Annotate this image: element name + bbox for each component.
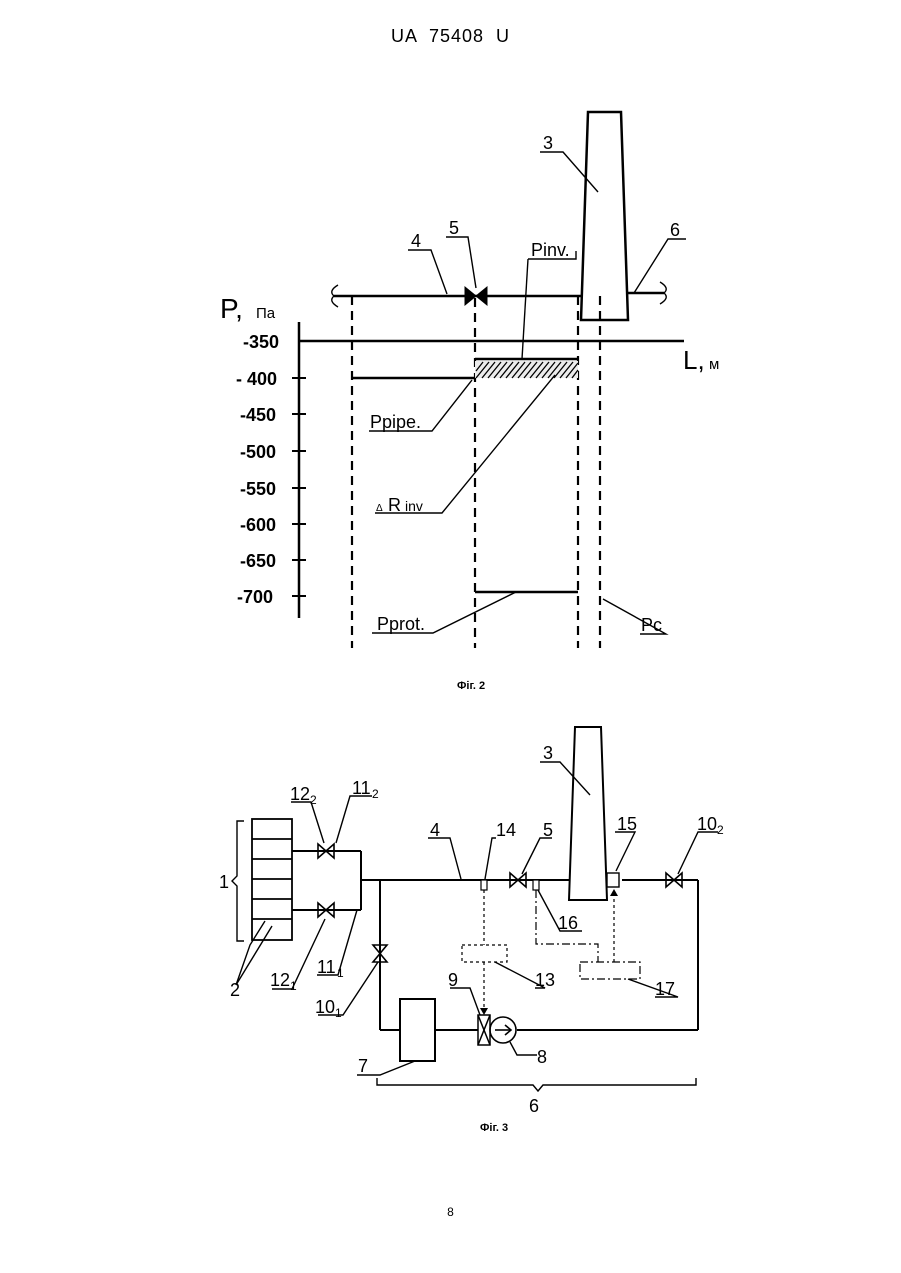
fig3-label-3: 3 <box>543 743 553 763</box>
fig3-label-15: 15 <box>617 814 637 834</box>
fig2-tick-label: -550 <box>240 479 276 499</box>
fig3-label-12-1: 12 <box>270 970 290 990</box>
fig3-controller-13 <box>462 945 507 962</box>
fig3-label-10-2: 10 <box>697 814 717 834</box>
fig3-label-2: 2 <box>230 980 240 1000</box>
fig2-label-4: 4 <box>411 231 421 251</box>
fig3-chimney <box>569 727 607 900</box>
fig3-leaders <box>236 762 718 1075</box>
fig3-sensor-14 <box>481 880 487 890</box>
fig2-diagram: 3 4 5 6 Pinv. Ppipe. Δ R inv Pprot. Pc P… <box>220 112 719 692</box>
fig2-label-pinv: Pinv. <box>531 240 570 260</box>
fig3-arrow-to-9 <box>480 1008 488 1015</box>
fig3-label-16: 16 <box>558 913 578 933</box>
fig3-sensor-15 <box>607 873 619 887</box>
fig2-label-delta: Δ <box>376 503 383 514</box>
fig3-label-12-1-sub: 1 <box>290 979 297 993</box>
fig2-chimney <box>581 112 628 320</box>
fig3-label-10-1: 10 <box>315 997 335 1017</box>
fig2-tick-label: -450 <box>240 405 276 425</box>
fig3-fan-8 <box>490 1017 516 1043</box>
fig2-tick-label: -650 <box>240 551 276 571</box>
fig3-label-11-1-sub: 1 <box>337 966 344 980</box>
fig2-label-r-sub: inv <box>405 498 423 514</box>
fig2-label-3: 3 <box>543 133 553 153</box>
fig3-label-8: 8 <box>537 1047 547 1067</box>
fig2-x-axis-label: L, <box>683 345 705 375</box>
fig3-caption: Фіг. 3 <box>480 1122 508 1134</box>
fig3-label-12-2: 12 <box>290 784 310 804</box>
fig3-label-7: 7 <box>358 1056 368 1076</box>
fig2-tick-label: -700 <box>237 587 273 607</box>
fig2-label-pc: Pc <box>641 615 662 635</box>
fig3-label-11-2-sub: 2 <box>372 787 379 801</box>
fig2-y-axis-label: P, <box>220 293 243 324</box>
fig2-label-ppipe: Ppipe. <box>370 412 421 432</box>
fig3-label-9: 9 <box>448 970 458 990</box>
fig3-label-14: 14 <box>496 820 516 840</box>
fig3-damper-9 <box>478 1015 490 1045</box>
fig2-label-pprot: Pprot. <box>377 614 425 634</box>
fig2-y-axis-unit: Па <box>256 305 276 322</box>
fig3-label-5: 5 <box>543 820 553 840</box>
fig2-leaders <box>369 152 686 634</box>
fig2-tick-label: -350 <box>243 332 279 352</box>
fig3-sensor-16 <box>533 880 539 890</box>
fig3-arrow-to-15 <box>610 889 618 896</box>
fig3-label-11-2: 11 <box>352 778 371 798</box>
fig3-label-4: 4 <box>430 820 440 840</box>
fig3-box-7 <box>400 999 435 1061</box>
fig3-label-17: 17 <box>655 979 675 999</box>
fig3-label-10-2-sub: 2 <box>717 823 724 837</box>
fig3-label-6: 6 <box>529 1096 539 1116</box>
fig2-label-5: 5 <box>449 218 459 238</box>
fig3-boiler-stack <box>252 819 292 940</box>
fig3-label-11-1: 11 <box>317 957 336 977</box>
fig2-label-r: R <box>388 495 401 515</box>
fig3-diagram: 3 4 14 5 15 10 2 12 2 11 2 1 2 12 1 11 1… <box>219 727 724 1134</box>
fig3-bracket-6 <box>377 1078 696 1091</box>
fig3-label-13: 13 <box>535 970 555 990</box>
fig3-pipes <box>292 851 698 1030</box>
fig2-caption: Фіг. 2 <box>457 680 485 692</box>
fig3-label-1: 1 <box>219 872 229 892</box>
fig3-label-10-1-sub: 1 <box>335 1006 342 1020</box>
fig2-label-6: 6 <box>670 220 680 240</box>
fig2-tick-label: -600 <box>240 515 276 535</box>
fig2-tick-label: -500 <box>240 442 276 462</box>
fig3-controller-17 <box>580 962 640 979</box>
fig2-tick-label: - 400 <box>236 369 277 389</box>
fig2-x-axis-unit: м <box>709 356 719 373</box>
page-number: 8 <box>0 1205 901 1219</box>
fig3-bracket-1 <box>232 821 244 941</box>
fig2-delta-r-hatch <box>475 361 578 378</box>
fig3-label-12-2-sub: 2 <box>310 793 317 807</box>
